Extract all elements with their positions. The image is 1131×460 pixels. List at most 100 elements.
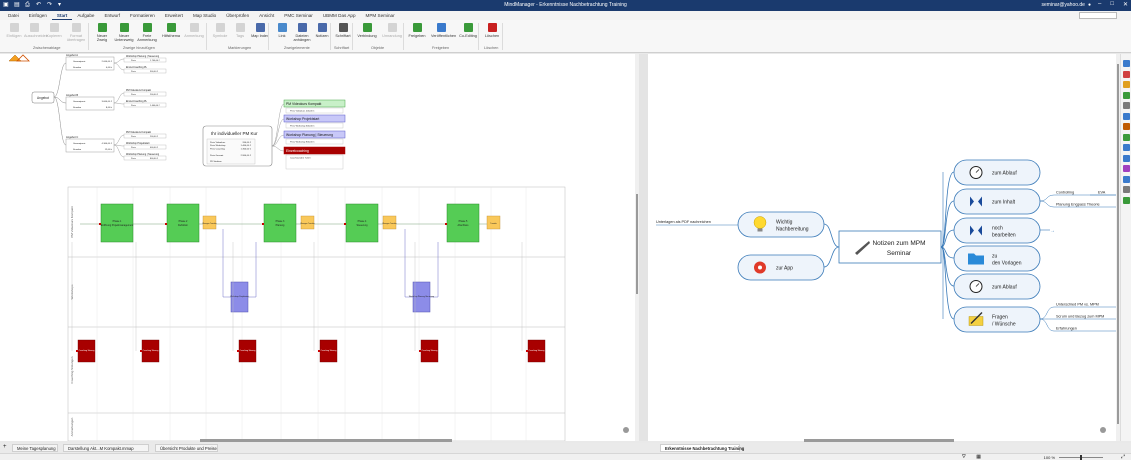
ausschneiden-button[interactable]: Ausschneiden	[24, 23, 48, 38]
doc-tab-darstellung-akt-m-kompakt-mmap[interactable]: Darstellung Akt...M Kompakt.mmap	[63, 444, 149, 452]
co-editing-button[interactable]: Co-Editing	[458, 23, 478, 38]
tags-button[interactable]: Tags	[230, 23, 250, 38]
neuer-zweig-button[interactable]: Neuer Zweig	[92, 23, 112, 42]
review-icon[interactable]	[1123, 112, 1130, 120]
sub-offer-box[interactable]	[123, 91, 167, 97]
minimize-icon[interactable]: –	[1098, 1, 1102, 7]
tab-berpr-fen[interactable]: Überprüfen	[226, 13, 250, 18]
view-mode-icon[interactable]: ▦	[976, 454, 981, 460]
branch-zum-inhalt[interactable]: zum Inhalt	[953, 188, 1041, 215]
course-component-einzelcoaching[interactable]	[283, 146, 346, 155]
alert-icon[interactable]	[16, 54, 30, 62]
branch-node[interactable]	[953, 217, 1041, 244]
customize-icon[interactable]: ▾	[58, 2, 62, 8]
fit-map-icon[interactable]: ⤢	[1120, 454, 1125, 460]
course-component-workshop-planung-steuerung[interactable]	[283, 130, 346, 139]
tab-pmc-seminar[interactable]: PMC Seminar	[284, 13, 313, 18]
doc-tab-erkenntnisse-nachbetrachtung-training[interactable]: Erkenntnisse Nachbetrachtung Training	[660, 444, 744, 452]
workshop-node[interactable]	[230, 281, 249, 313]
search-pane-icon[interactable]	[1123, 102, 1130, 109]
notizen-button[interactable]: Notizen	[312, 23, 332, 38]
workshop-node[interactable]	[412, 281, 431, 313]
tab-mpm-seminar[interactable]: MPM Seminar	[365, 13, 395, 18]
branch-fragen-w-nsche[interactable]: Fragen/ Wünsche	[953, 306, 1041, 333]
schriftart-button[interactable]: Schriftart	[333, 23, 353, 38]
exercise-node[interactable]	[300, 215, 315, 230]
tab-entwurf[interactable]: Entwurf	[104, 13, 121, 18]
branch-zur-app[interactable]: zur App	[737, 254, 825, 281]
left-vertical-scrollbar[interactable]	[635, 54, 639, 441]
tab-ansicht[interactable]: Ansicht	[259, 13, 275, 18]
phase-node[interactable]	[166, 203, 200, 243]
central-topic[interactable]	[838, 230, 942, 264]
avatar[interactable]: ●	[1087, 2, 1091, 8]
pane-splitter[interactable]	[639, 54, 648, 441]
map-marker-icon[interactable]	[1100, 427, 1106, 433]
right-scroll-thumb[interactable]	[1117, 64, 1119, 424]
right-horizontal-scrollbar[interactable]	[804, 439, 954, 442]
offer-box[interactable]	[65, 138, 115, 153]
neuer-unterzweig-button[interactable]: Neuer Unterzweig	[114, 23, 134, 42]
branch-zum-ablauf[interactable]: zum Ablauf	[953, 159, 1041, 186]
branch-node[interactable]	[953, 245, 1041, 272]
ver-ffentlichen-button[interactable]: Veröffentlichen	[431, 23, 456, 38]
sub-offer-box[interactable]	[123, 155, 167, 161]
phase-node[interactable]	[446, 203, 480, 243]
tab-start[interactable]: Start	[51, 11, 73, 20]
browser-icon[interactable]	[1123, 144, 1130, 151]
maximize-icon[interactable]: □	[1110, 1, 1114, 7]
offer-root-node[interactable]	[31, 91, 55, 104]
tab-einf-gen[interactable]: Einfügen	[28, 13, 47, 18]
kopieren-button[interactable]: Kopieren	[44, 23, 64, 38]
ribbon-search-input[interactable]	[1079, 12, 1117, 19]
warning-icon[interactable]	[8, 54, 22, 62]
branch-node[interactable]	[737, 254, 825, 281]
exercise-node[interactable]	[202, 215, 217, 230]
l-schen-button[interactable]: Löschen	[482, 23, 502, 38]
settings-icon[interactable]	[1123, 186, 1130, 193]
freigeben-button[interactable]: Freigeben	[407, 23, 427, 38]
properties-icon[interactable]	[1123, 60, 1130, 67]
close-icon[interactable]: ✕	[1122, 2, 1128, 8]
zoom-slider-knob[interactable]	[1080, 455, 1082, 460]
doc-tab-bersicht-produkte-und-preise[interactable]: Übersicht Produkte und Preise	[155, 444, 218, 452]
phase-node[interactable]	[263, 203, 297, 243]
umrandung-button[interactable]: Umrandung	[382, 23, 402, 38]
redo-icon[interactable]: ↷	[47, 2, 53, 8]
verbindung-button[interactable]: Verbindung	[357, 23, 377, 38]
sub-offer-box[interactable]	[123, 57, 167, 63]
link-button[interactable]: Link	[272, 23, 292, 38]
format-icon[interactable]	[1123, 81, 1130, 88]
tab-map-studio[interactable]: Map Studio	[192, 13, 217, 18]
tab-aufgabe[interactable]: Aufgabe	[77, 13, 95, 18]
symbole-button[interactable]: Symbole	[210, 23, 230, 38]
format-bertragen-button[interactable]: Format übertragen	[66, 23, 86, 42]
course-component-pm-videokurs-kompakt[interactable]	[283, 99, 346, 108]
course-component-workshop-projektstart[interactable]	[283, 114, 346, 123]
tab-ubmm-das-app[interactable]: UBMM Das App	[322, 13, 356, 18]
einf-gen-button[interactable]: Einfügen	[4, 23, 24, 38]
left-horizontal-scrollbar[interactable]	[200, 439, 452, 442]
account-area[interactable]: seminar@yahoo.de ●	[1042, 2, 1091, 8]
map-parts-icon[interactable]	[1123, 133, 1130, 141]
save-icon[interactable]: ▤	[14, 2, 20, 8]
exercise-node[interactable]	[382, 215, 397, 230]
hilfsthema-button[interactable]: Hilfsthema	[161, 23, 181, 38]
links-icon[interactable]	[1123, 175, 1130, 183]
transfer-node[interactable]	[486, 215, 501, 230]
offer-box[interactable]	[65, 96, 115, 111]
new-tab-icon[interactable]: +	[3, 444, 7, 450]
markers-icon[interactable]	[1123, 70, 1130, 78]
calendar-icon[interactable]	[1123, 196, 1130, 204]
notes-pane-icon[interactable]	[1123, 165, 1130, 172]
sub-offer-box[interactable]	[123, 68, 167, 74]
branch-node[interactable]	[953, 188, 1041, 215]
phase-node[interactable]	[100, 203, 134, 243]
